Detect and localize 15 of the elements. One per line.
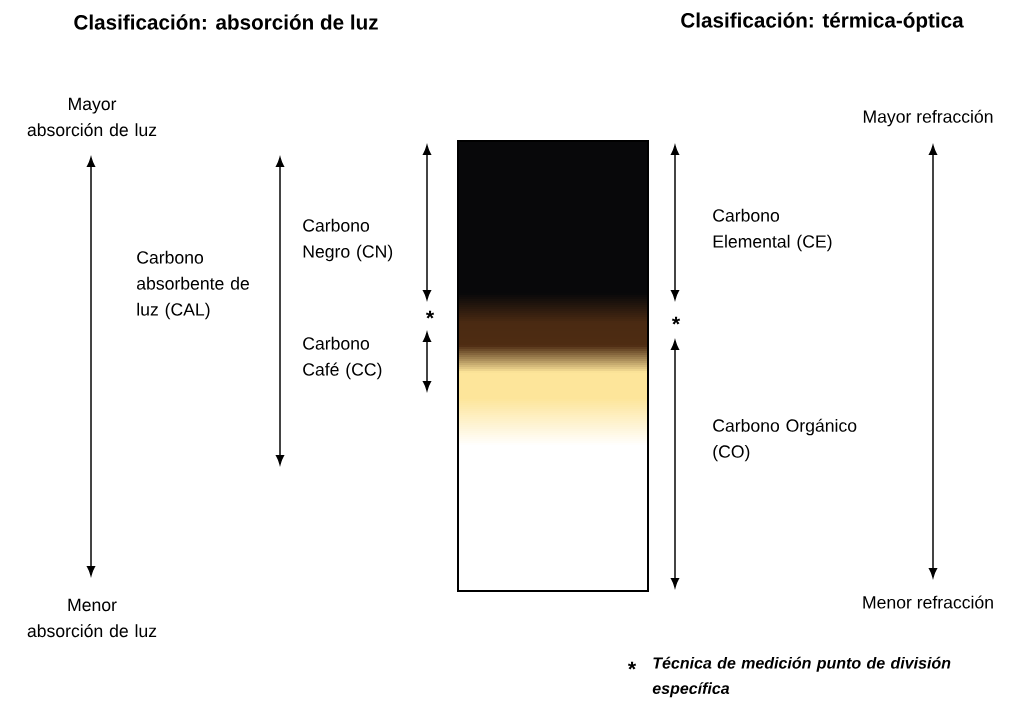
asterisk-mark: * [425, 310, 435, 319]
asterisk-mark: * [627, 661, 637, 670]
range-label: Carbono Elemental (CE) [713, 208, 832, 252]
scale-label: Menor absorción de luz [27, 598, 157, 638]
heading: Clasificación: térmica-óptica [681, 12, 964, 32]
scale-label: Mayor refracción [863, 109, 993, 127]
scale-label: Mayor absorción de luz [27, 97, 157, 137]
asterisk-mark: * [671, 316, 681, 325]
scale-label: Menor refracción [863, 595, 993, 609]
range-label: Carbono Orgánico (CO) [713, 418, 857, 462]
heading: Clasificación: absorción de luz [74, 14, 378, 30]
range-label: Carbono Café (CC) [303, 336, 382, 380]
range-label: Carbono absorbente de luz (CAL) [137, 250, 249, 320]
footnote-text: Técnica de medición punto de división específica [652, 656, 951, 698]
range-label: Carbono Negro (CN) [303, 218, 393, 262]
